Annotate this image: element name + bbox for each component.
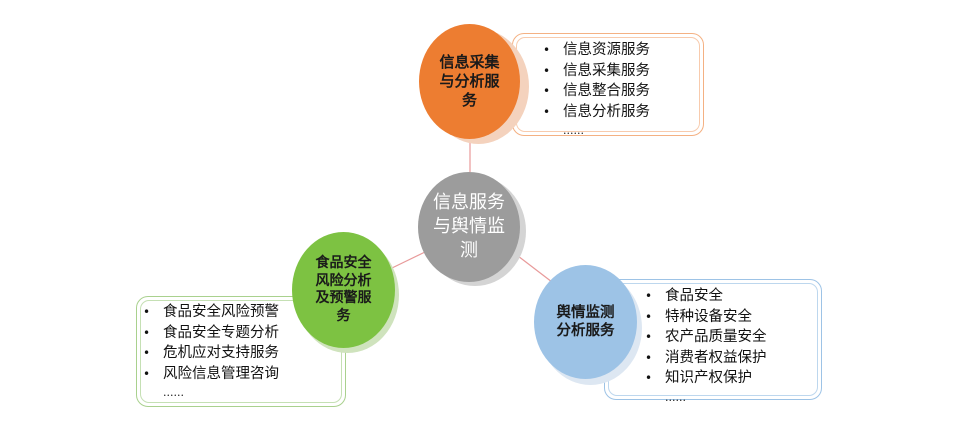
collect-item-box: 信息资源服务信息采集服务信息整合服务信息分析服务...... — [512, 33, 704, 137]
collect-circle: 信息采集 与分析服 务 — [419, 24, 520, 139]
food-item: 危机应对支持服务 — [137, 343, 279, 364]
food-label: 食品安全 风险分析 及预警服 务 — [315, 255, 372, 324]
collect-item: 信息采集服务 — [537, 61, 650, 82]
collect-item: 信息分析服务 — [537, 102, 650, 123]
center-label: 信息服务与舆情监测 — [433, 192, 505, 261]
opinion-item-list: 食品安全特种设备安全农产品质量安全消费者权益保护知识产权保护...... — [639, 286, 767, 407]
opinion-item: 消费者权益保护 — [639, 348, 767, 369]
collect-label: 信息采集 与分析服 务 — [439, 53, 500, 109]
food-item: 风险信息管理咨询 — [137, 364, 279, 385]
opinion-item: 知识产权保护 — [639, 368, 767, 389]
food-item: 食品安全专题分析 — [137, 323, 279, 344]
food-item-list: 食品安全风险预警食品安全专题分析危机应对支持服务风险信息管理咨询...... — [137, 302, 279, 402]
opinion-circle: 舆情监测 分析服务 — [534, 265, 637, 379]
opinion-item-box: 食品安全特种设备安全农产品质量安全消费者权益保护知识产权保护...... — [604, 279, 822, 404]
collect-item-list: 信息资源服务信息采集服务信息整合服务信息分析服务...... — [537, 40, 650, 140]
collect-item: 信息资源服务 — [537, 40, 650, 61]
opinion-item: 食品安全 — [639, 286, 767, 307]
food-item: 食品安全风险预警 — [137, 302, 279, 323]
collect-item: ...... — [563, 124, 584, 137]
link-center-food — [391, 251, 426, 269]
center-circle: 信息服务与舆情监测 — [418, 172, 520, 282]
link-center-opinion — [517, 255, 553, 283]
opinion-label: 舆情监测 分析服务 — [556, 304, 615, 339]
opinion-item: 农产品质量安全 — [639, 327, 767, 348]
opinion-item: ...... — [665, 390, 686, 404]
food-circle: 食品安全 风险分析 及预警服 务 — [292, 232, 395, 348]
collect-item: 信息整合服务 — [537, 81, 650, 102]
food-item: ...... — [163, 386, 184, 399]
opinion-item: 特种设备安全 — [639, 307, 767, 328]
